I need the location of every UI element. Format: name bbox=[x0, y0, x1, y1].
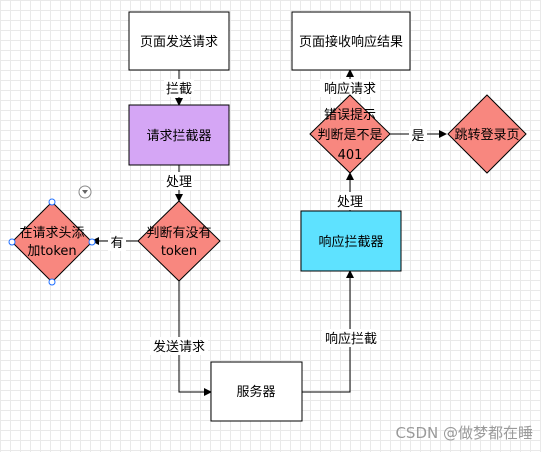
svg-text:错误提示: 错误提示 bbox=[324, 107, 376, 123]
node-request-interceptor[interactable]: 请求拦截器 bbox=[128, 104, 230, 166]
edge-label-intercept-top: 拦截 bbox=[166, 82, 192, 97]
svg-text:响应拦截器: 响应拦截器 bbox=[318, 234, 383, 250]
svg-text:401: 401 bbox=[338, 148, 363, 163]
svg-text:页面接收响应结果: 页面接收响应结果 bbox=[299, 34, 403, 50]
selection-handles[interactable] bbox=[8, 198, 96, 286]
svg-text:请求拦截器: 请求拦截器 bbox=[146, 129, 211, 144]
svg-text:判断是不是: 判断是不是 bbox=[317, 128, 382, 143]
resize-handle-right[interactable] bbox=[88, 238, 96, 246]
edge-label-process-top: 处理 bbox=[166, 175, 192, 190]
svg-text:token: token bbox=[161, 244, 197, 259]
svg-text:跳转登录页: 跳转登录页 bbox=[454, 128, 519, 143]
svg-text:在请求头添: 在请求头添 bbox=[19, 226, 84, 241]
edge-label-process-bottom: 处理 bbox=[337, 195, 363, 210]
node-add-token[interactable]: 在请求头添 加token bbox=[11, 201, 93, 283]
svg-text:判断有没有: 判断有没有 bbox=[146, 226, 211, 241]
resize-handle-bottom[interactable] bbox=[48, 278, 56, 286]
svg-text:页面发送请求: 页面发送请求 bbox=[140, 34, 218, 50]
edge-labels: 拦截 处理 有 发送请求 响应拦截 处理 响应请求 是 bbox=[108, 79, 427, 355]
edge-server-to-response-interceptor bbox=[302, 270, 354, 393]
resize-handle-left[interactable] bbox=[8, 238, 16, 246]
edge-label-has: 有 bbox=[110, 236, 123, 251]
svg-text:服务器: 服务器 bbox=[236, 384, 275, 400]
node-check-token[interactable]: 判断有没有 token bbox=[137, 200, 221, 282]
node-error-check[interactable]: 错误提示 判断是不是 401 bbox=[309, 94, 391, 174]
edge-label-response-intercept: 响应拦截 bbox=[325, 331, 377, 347]
node-server[interactable]: 服务器 bbox=[210, 361, 303, 422]
chevron-down-icon[interactable] bbox=[78, 185, 92, 199]
svg-text:加token: 加token bbox=[27, 244, 76, 259]
edge-label-yes: 是 bbox=[411, 129, 424, 144]
node-page-receive[interactable]: 页面接收响应结果 bbox=[291, 11, 411, 71]
node-response-interceptor[interactable]: 响应拦截器 bbox=[300, 210, 402, 272]
edge-check-token-to-server bbox=[178, 281, 212, 396]
watermark: CSDN @做梦都在睡 bbox=[395, 424, 533, 442]
resize-handle-top[interactable] bbox=[48, 198, 56, 206]
node-page-request[interactable]: 页面发送请求 bbox=[128, 11, 230, 71]
node-login-page[interactable]: 跳转登录页 bbox=[447, 94, 527, 174]
edge-label-send-request: 发送请求 bbox=[153, 339, 205, 355]
edge-label-response-request: 响应请求 bbox=[324, 81, 376, 97]
